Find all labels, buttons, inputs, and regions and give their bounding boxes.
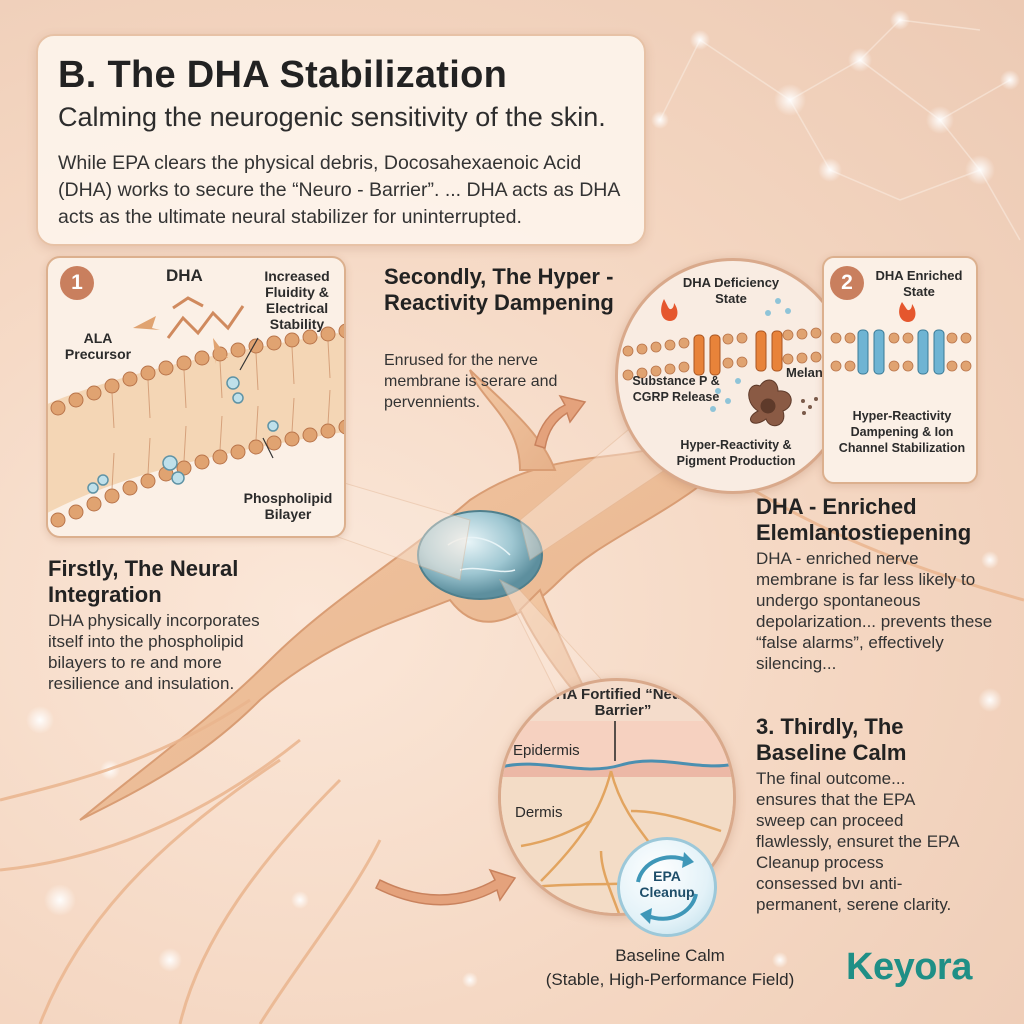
deficiency-state-label: DHA Deficiency State — [682, 275, 780, 306]
ion-channel-blue — [857, 329, 945, 375]
deficiency-circle: DHA Deficiency State Substance P & CGRP … — [615, 258, 851, 494]
fire-icon — [661, 299, 678, 321]
skin-layers-illustration — [501, 721, 733, 913]
fortified-barrier-label: DHA Fortified “Neuro-Barrier” — [544, 686, 702, 719]
skin-layers-circle: DHA Fortified “Neuro-Barrier” Epidermis … — [498, 678, 736, 916]
section-1-title: Firstly, The Neural Integration — [48, 556, 239, 607]
bilayer-panel: 1 DHA ALA Precursor Increased Fluidity &… — [46, 256, 346, 538]
hyper-reactivity-label: Hyper-Reactivity & Pigment Production — [676, 438, 796, 468]
page-title: B. The DHA Stabilization — [58, 54, 508, 96]
page-subtitle: Calming the neurogenic sensitivity of th… — [58, 102, 606, 132]
deficiency-illustration — [622, 298, 848, 427]
network-lines — [659, 19, 1021, 241]
section-3-body: The final outcome... ensures that the EP… — [756, 769, 959, 914]
header-card — [36, 34, 646, 246]
dampening-label: Hyper-Reactivity Dampening & Ion Channel… — [838, 409, 966, 455]
section-2-body: Enrused for the nerve membrane is serare… — [384, 352, 558, 411]
melanocyte-icon — [748, 379, 792, 427]
step-2-badge: 2 — [830, 266, 864, 300]
enriched-state-label: DHA Enriched State — [875, 268, 963, 299]
substance-p-label: Substance P & CGRP Release — [632, 374, 720, 404]
phospholipid-bilayer — [48, 323, 344, 528]
epidermis-label: Epidermis — [513, 742, 580, 759]
sparkles — [26, 10, 1020, 988]
enriched-section-body: DHA - enriched nerve membrane is far les… — [756, 549, 993, 673]
dha-molecule-icon — [166, 296, 245, 339]
ion-channel-orange — [693, 330, 783, 376]
dermis-label: Dermis — [515, 804, 563, 821]
fluidity-label: Increased Fluidity & Electrical Stabilit… — [264, 268, 330, 332]
epa-cleanup-badge: EPA Cleanup — [617, 837, 717, 937]
ala-precursor-label: ALA Precursor — [64, 330, 132, 362]
section-2-title: Secondly, The Hyper - Reactivity Dampeni… — [384, 264, 614, 315]
enriched-illustration — [830, 302, 972, 375]
dha-label: DHA — [166, 266, 203, 285]
intro-text: While EPA clears the physical debris, Do… — [58, 152, 620, 228]
brand-logo: Keyora — [846, 946, 972, 988]
flame-icon — [899, 302, 916, 322]
nucleus — [417, 510, 543, 600]
section-1-body: DHA physically incorporates itself into … — [48, 611, 260, 693]
epa-cleanup-label: EPA Cleanup — [639, 868, 695, 900]
section-3-title: 3. Thirdly, The Baseline Calm — [756, 714, 907, 765]
cycle-arrows-icon — [636, 852, 698, 924]
enriched-section-title: DHA - Enriched Elemlantostiepening — [756, 494, 972, 545]
enriched-panel: 2 DHA Enriched State Hyper-Reactivity Da… — [822, 256, 978, 484]
bilayer-illustration — [48, 296, 344, 528]
bilayer-label: Phospholipid Bilayer — [243, 490, 333, 522]
step-1-badge: 1 — [60, 266, 94, 300]
baseline-caption-title: Baseline Calm — [615, 946, 725, 965]
baseline-caption-subtitle: (Stable, High-Performance Field) — [545, 970, 795, 989]
